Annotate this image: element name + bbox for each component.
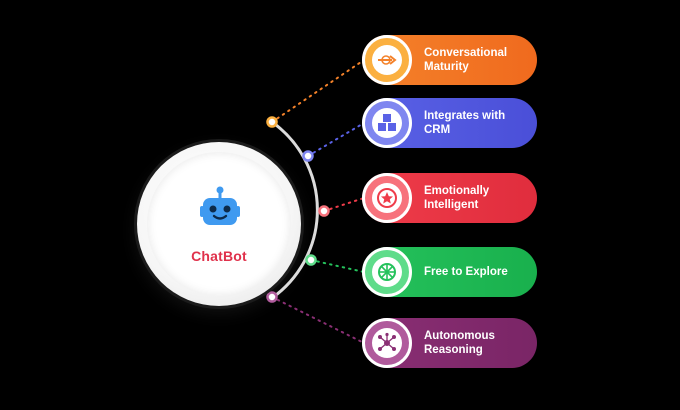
arc-node-dot (266, 291, 278, 303)
feature-icon-badge (362, 247, 412, 297)
feature-pill: Free to Explore (362, 247, 537, 297)
arc-node-dot (302, 150, 314, 162)
feature-icon-badge (362, 318, 412, 368)
feature-label: Integrates with CRM (424, 110, 506, 136)
feature-label: Free to Explore (424, 266, 508, 278)
arc-node-dot (266, 116, 278, 128)
robot-icon (200, 186, 240, 225)
feature-icon-badge (362, 98, 412, 148)
connector-line (271, 59, 365, 123)
cubes-icon (372, 108, 402, 138)
connector-line (307, 122, 365, 157)
connector-line (271, 296, 365, 344)
feature-pill: Integrates with CRM (362, 98, 537, 148)
feature-label: Emotionally Intelligent (424, 185, 490, 211)
arc-node-dot (318, 205, 330, 217)
star-badge-icon (372, 183, 402, 213)
feature-pill: Emotionally Intelligent (362, 173, 537, 223)
connector-line (310, 259, 365, 273)
connector-line (323, 197, 365, 212)
compass-wheel-icon (372, 257, 402, 287)
arc-node-dot (305, 254, 317, 266)
chatbot-hub-inner: ChatBot (147, 152, 291, 296)
hub-arc (271, 120, 319, 300)
arrow-target-icon (372, 45, 402, 75)
network-nodes-icon (372, 328, 402, 358)
chatbot-hub: ChatBot (137, 142, 301, 306)
feature-icon-badge (362, 35, 412, 85)
feature-pill: Autonomous Reasoning (362, 318, 537, 368)
feature-icon-badge (362, 173, 412, 223)
feature-label: Autonomous Reasoning (424, 330, 495, 356)
feature-label: Conversational Maturity (424, 47, 508, 73)
feature-pill: Conversational Maturity (362, 35, 537, 85)
chatbot-label: ChatBot (191, 248, 247, 264)
